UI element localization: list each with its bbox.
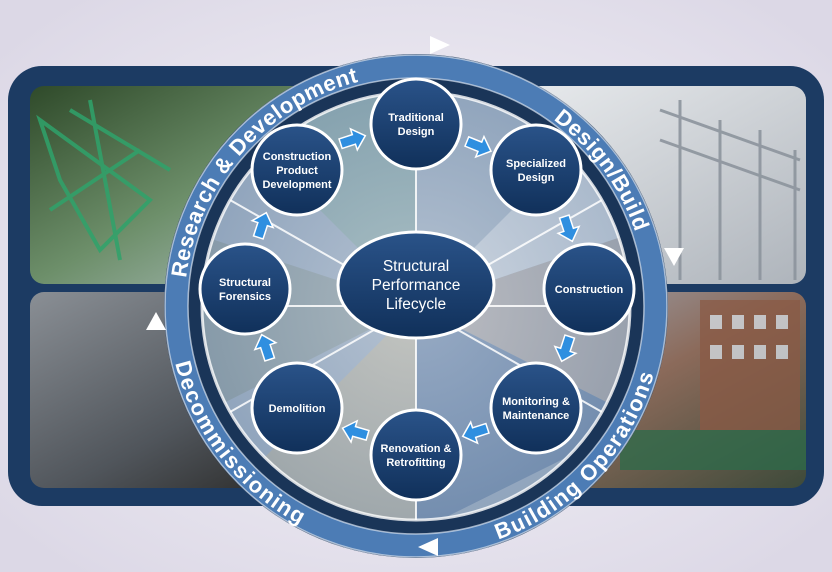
node-circle bbox=[250, 123, 344, 217]
flow-arrows bbox=[250, 127, 581, 445]
node-circle bbox=[489, 361, 583, 455]
node-label-line: Construction bbox=[263, 151, 332, 163]
arrow-demolition-to-forensics bbox=[253, 333, 278, 362]
node-label: Demolition bbox=[269, 403, 326, 415]
center-title-line: Structural bbox=[383, 258, 449, 275]
node-label-line: Demolition bbox=[269, 403, 326, 415]
arrow-product-to-traditional bbox=[338, 127, 367, 152]
triangle-marker-bottom bbox=[418, 538, 438, 556]
arrow-construction-to-monitoring bbox=[553, 334, 578, 363]
node-renovation-retrofitting: Renovation & Retrofitting bbox=[369, 408, 463, 502]
node-monitoring-maintenance: Monitoring & Maintenance bbox=[489, 361, 583, 455]
node-label-line: Retrofitting bbox=[386, 457, 445, 469]
node-circle bbox=[489, 123, 583, 217]
node-label-line: Traditional bbox=[388, 112, 444, 124]
node-label-line: Monitoring & bbox=[502, 396, 570, 408]
arrow-traditional-to-specialized bbox=[464, 134, 493, 159]
triangle-marker-top bbox=[430, 36, 450, 54]
center-title-line: Performance bbox=[372, 277, 461, 294]
node-label-line: Product bbox=[276, 165, 318, 177]
node-construction: Construction bbox=[542, 242, 636, 336]
ring-triangles bbox=[146, 36, 684, 556]
arrow-monitoring-to-renovation bbox=[461, 420, 490, 445]
center-title-line: Lifecycle bbox=[386, 296, 446, 313]
node-label-line: Maintenance bbox=[503, 410, 570, 422]
node-label-line: Design bbox=[518, 172, 555, 184]
node-label-line: Specialized bbox=[506, 158, 566, 170]
node-label-line: Structural bbox=[219, 277, 271, 289]
node-label-line: Development bbox=[262, 179, 331, 191]
node-circle bbox=[542, 242, 636, 336]
outer-ring bbox=[165, 55, 667, 557]
node-label-line: Renovation & bbox=[381, 443, 452, 455]
triangle-marker-right bbox=[664, 248, 684, 266]
arrow-forensics-to-product bbox=[250, 211, 275, 240]
node-label: Monitoring & Maintenance bbox=[502, 396, 570, 422]
node-label: Construction bbox=[555, 284, 624, 296]
node-circle bbox=[369, 77, 463, 171]
node-label: Renovation & Retrofitting bbox=[381, 443, 452, 469]
triangle-marker-left bbox=[146, 312, 166, 330]
node-demolition: Demolition bbox=[250, 361, 344, 455]
node-label-line: Construction bbox=[555, 284, 624, 296]
node-circle bbox=[198, 242, 292, 336]
node-label-line: Design bbox=[398, 126, 435, 138]
arrow-renovation-to-demolition bbox=[341, 419, 370, 444]
node-circle bbox=[369, 408, 463, 502]
node-circle bbox=[250, 361, 344, 455]
arrow-specialized-to-construction bbox=[556, 214, 581, 243]
node-label-line: Forensics bbox=[219, 291, 271, 303]
